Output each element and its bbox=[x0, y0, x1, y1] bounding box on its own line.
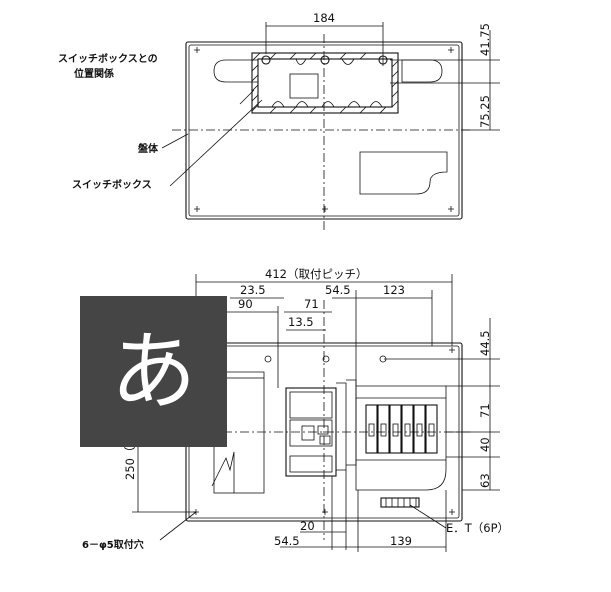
label-switchbox-relation-2: 位置関係 bbox=[74, 67, 114, 80]
dim-63: 63 bbox=[478, 473, 492, 488]
dim-71-right: 71 bbox=[478, 403, 492, 418]
dim-54-5-top: 54.5 bbox=[325, 283, 351, 297]
main-breaker bbox=[285, 387, 337, 477]
dim-23-5: 23.5 bbox=[240, 283, 266, 297]
dim-13-5: 13.5 bbox=[288, 315, 314, 329]
dim-75-25: 75.25 bbox=[478, 95, 492, 128]
dim-71-top: 71 bbox=[304, 297, 319, 311]
dim-123: 123 bbox=[383, 283, 405, 297]
dim-90: 90 bbox=[238, 297, 253, 311]
branch-breakers bbox=[365, 404, 438, 454]
glyph-overlay: あ bbox=[80, 296, 227, 447]
dim-41-75: 41.75 bbox=[478, 23, 492, 56]
dim-139: 139 bbox=[390, 534, 412, 548]
earth-terminal bbox=[380, 497, 420, 508]
top-mount-marks bbox=[194, 47, 454, 212]
dim-184: 184 bbox=[313, 11, 335, 25]
label-switch-box: スイッチボックス bbox=[72, 178, 152, 191]
dim-20: 20 bbox=[300, 519, 315, 533]
switch-box-hatch bbox=[251, 52, 399, 114]
label-earth-terminal: E．T（6P） bbox=[446, 521, 509, 535]
dim-44-5: 44.5 bbox=[478, 330, 492, 356]
label-mount-holes: 6－φ5取付穴 bbox=[82, 538, 144, 551]
dim-54-5-bottom: 54.5 bbox=[274, 534, 300, 548]
dim-412-mount-pitch: 412（取付ピッチ） bbox=[265, 267, 367, 281]
label-switchbox-relation-1: スイッチボックスとの bbox=[58, 52, 158, 65]
dim-40: 40 bbox=[478, 437, 492, 452]
top-view: 184 41.75 75.25 スイッチボックスとの 位置関係 盤体 スイッチボ… bbox=[58, 11, 500, 230]
label-cabinet: 盤体 bbox=[137, 142, 159, 155]
